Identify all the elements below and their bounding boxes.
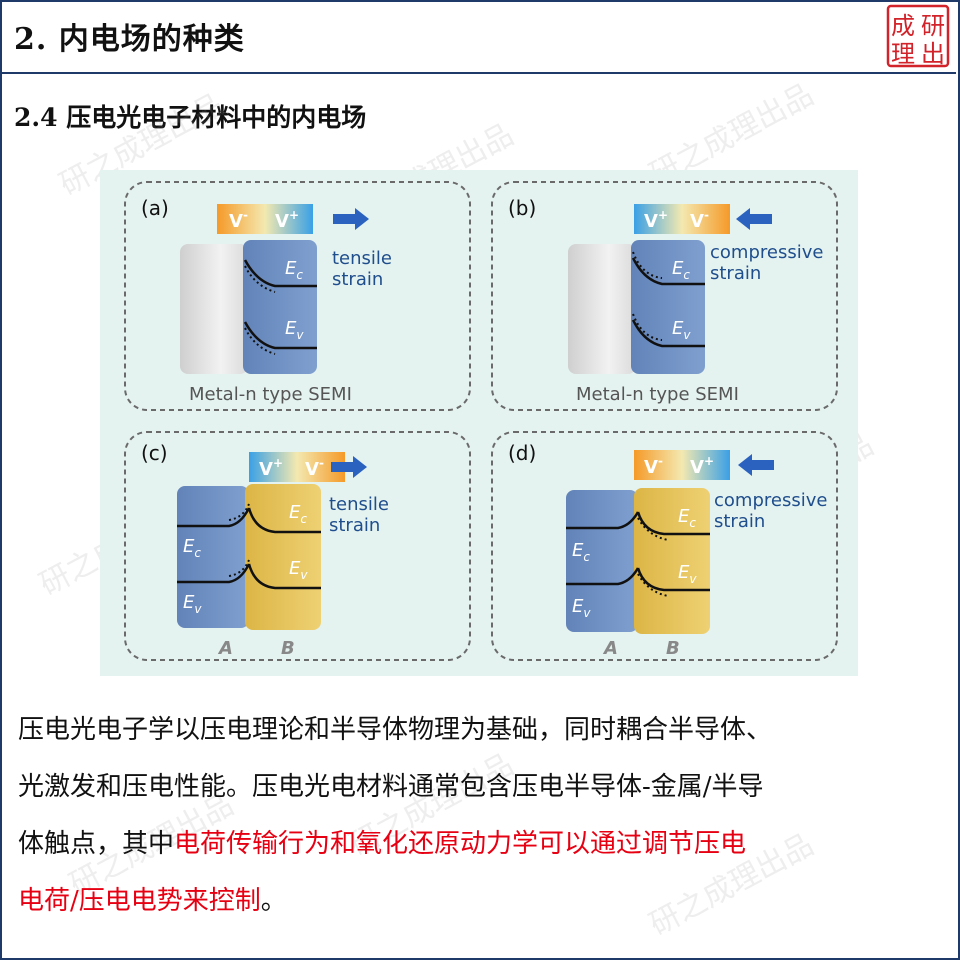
voltage-left: V+ — [644, 208, 668, 232]
conduction-band-b — [247, 507, 321, 534]
body-text-highlight: 电荷传输行为和氧化还原动力学可以通过调节压电 — [174, 829, 747, 859]
strain-arrow-right-icon — [331, 456, 367, 478]
ec-label: Ec — [672, 258, 690, 282]
panel-d: (d) V- V+ Ec Ev Ec Ev compressive strain… — [491, 431, 838, 661]
semiconductor-a-block — [566, 490, 638, 632]
conduction-band-a — [177, 507, 251, 528]
body-line-2: 光激发和压电性能。压电光电材料通常包含压电半导体-金属/半导 — [18, 772, 764, 802]
ev-label-a: Ev — [183, 592, 202, 616]
potential-gradient — [217, 204, 313, 234]
strain-label-line1: compressive — [710, 242, 823, 263]
strain-label-line2: strain — [329, 515, 380, 536]
valence-band-strained — [244, 327, 276, 355]
body-line-4: 电荷/压电电势来控制。 — [18, 873, 940, 930]
panel-b: (b) V+ V- Ec Ev compressive strain Metal… — [491, 181, 838, 411]
voltage-right: V- — [305, 456, 324, 480]
valence-band-a — [566, 567, 640, 586]
panel-tag: (a) — [141, 196, 169, 220]
valence-band — [243, 321, 317, 350]
voltage-right: V- — [690, 208, 709, 232]
strain-label-line1: compressive — [714, 490, 827, 511]
strain-label-line2: strain — [710, 263, 761, 284]
body-line-1: 压电光电子学以压电理论和半导体物理为基础，同时耦合半导体、 — [18, 715, 773, 745]
conduction-band-strained — [244, 265, 276, 293]
logo-char-4: 出 — [921, 40, 945, 68]
metal-block — [568, 244, 636, 374]
logo-char-1: 成 — [891, 12, 915, 40]
metal-block — [180, 244, 248, 374]
conduction-band — [243, 259, 317, 288]
body-text-highlight: 电荷/压电电势来控制 — [18, 886, 261, 916]
ev-label: Ev — [285, 318, 304, 342]
ec-label-b: Ec — [678, 506, 696, 530]
ev-label-b: Ev — [678, 562, 697, 586]
conduction-band-b — [636, 511, 710, 536]
panel-caption: Metal-n type SEMI — [576, 384, 739, 405]
logo-char-3: 理 — [891, 40, 915, 68]
semiconductor-a-block — [177, 486, 249, 628]
ev-label-b: Ev — [289, 558, 308, 582]
panel-border — [491, 181, 838, 411]
semiconductor-block — [243, 240, 317, 374]
strain-arrow-left-icon — [738, 454, 774, 476]
ev-label: Ev — [672, 318, 691, 342]
voltage-left: V- — [644, 454, 663, 478]
strain-label-line2: strain — [714, 511, 765, 532]
panel-tag: (d) — [508, 441, 536, 465]
panel-c: (c) V+ V- Ec Ev Ec Ev tensile strain A B — [124, 431, 471, 661]
voltage-left: V+ — [259, 456, 283, 480]
label-b: B — [281, 638, 295, 659]
body-paragraph: 压电光电子学以压电理论和半导体物理为基础，同时耦合半导体、 光激发和压电性能。压… — [18, 702, 940, 930]
valence-band — [631, 319, 705, 348]
header-bar: 2. 内电场的种类 成 研 理 出 — [0, 0, 956, 74]
potential-gradient — [634, 450, 730, 480]
semiconductor-b-block — [634, 488, 710, 634]
valence-band-a — [177, 563, 251, 584]
conduction-band-strained — [637, 517, 669, 541]
ec-label-a: Ec — [572, 540, 590, 564]
strain-label-line1: tensile — [329, 494, 389, 515]
ev-label-a: Ev — [572, 596, 591, 620]
voltage-right: V+ — [690, 454, 714, 478]
label-a: A — [217, 638, 233, 659]
logo-seal: 成 研 理 出 — [886, 4, 950, 68]
potential-gradient — [249, 452, 345, 482]
label-a: A — [602, 638, 618, 659]
label-b: B — [666, 638, 680, 659]
valence-band-b — [636, 567, 710, 592]
semiconductor-block — [631, 240, 705, 374]
panel-border — [124, 431, 471, 661]
potential-gradient — [634, 204, 730, 234]
valence-band-b — [247, 563, 321, 590]
panel-border — [124, 181, 471, 411]
body-text-plain: 。 — [260, 886, 287, 916]
ec-label-a: Ec — [183, 536, 201, 560]
ec-label-b: Ec — [289, 502, 307, 526]
valence-band-strained — [637, 573, 669, 597]
semiconductor-b-block — [245, 484, 321, 630]
body-line-3: 体触点，其中电荷传输行为和氧化还原动力学可以通过调节压电 — [18, 816, 940, 873]
logo-char-2: 研 — [921, 12, 945, 40]
panel-tag: (b) — [508, 196, 536, 220]
voltage-left: V- — [229, 208, 248, 232]
strain-label-line1: tensile — [332, 248, 392, 269]
section-title: 2.4 压电光电子材料中的内电场 — [14, 103, 367, 132]
voltage-right: V+ — [275, 208, 299, 232]
page-title: 2. 内电场的种类 — [14, 22, 245, 57]
panel-tag: (c) — [141, 441, 168, 465]
body-text-plain: 体触点，其中 — [18, 829, 175, 859]
panel-border — [491, 431, 838, 661]
panel-a: (a) V- V+ Ec Ev tensile strain Metal-n t… — [124, 181, 471, 411]
piezo-figure: (a) V- V+ Ec Ev tensile strain Metal-n t… — [100, 170, 858, 676]
strain-arrow-right-icon — [333, 208, 369, 230]
panel-caption: Metal-n type SEMI — [189, 384, 352, 405]
conduction-band-a — [566, 511, 640, 530]
ec-label: Ec — [285, 258, 303, 282]
strain-arrow-left-icon — [736, 208, 772, 230]
conduction-band — [631, 257, 705, 286]
strain-label-line2: strain — [332, 269, 383, 290]
